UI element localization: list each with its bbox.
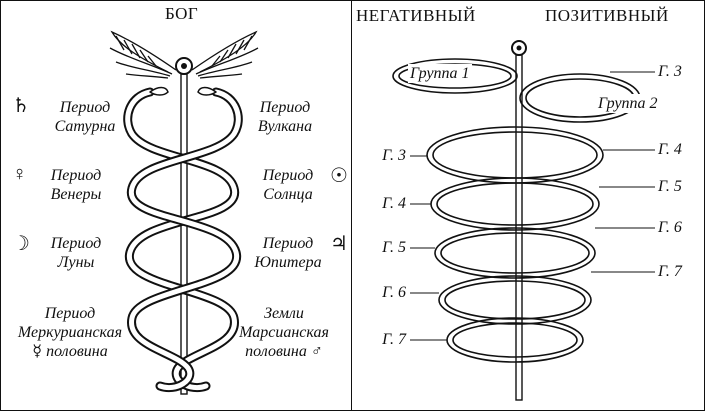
jupiter-symbol: ♃ (330, 234, 348, 254)
venus-symbol: ♀ (12, 164, 27, 184)
god-header: БОГ (165, 4, 198, 23)
moon-symbol: ☽ (12, 234, 30, 254)
period-martian-half-label: Земли Марсианская половина ♂ (224, 304, 344, 361)
left-label-g4: Г. 4 (362, 194, 406, 213)
left-label-g6: Г. 6 (362, 283, 406, 302)
right-label-g5: Г. 5 (658, 177, 682, 196)
negative-header: НЕГАТИВНЫЙ (356, 6, 476, 25)
group-2-label: Группа 2 (596, 94, 660, 113)
mars-symbol: ♂ (311, 343, 323, 360)
period-mercurian-half-label: Период Меркурианская ☿ половина (8, 304, 132, 361)
sun-symbol: ☉ (330, 166, 348, 186)
saturn-symbol: ♄ (12, 96, 30, 116)
group-1-label: Группа 1 (408, 64, 472, 83)
left-label-g7: Г. 7 (362, 330, 406, 349)
mercury-symbol: ☿ (32, 343, 42, 360)
right-label-g3: Г. 3 (658, 62, 682, 81)
left-label-g3: Г. 3 (362, 146, 406, 165)
right-label-g6: Г. 6 (658, 218, 682, 237)
right-label-g7: Г. 7 (658, 262, 682, 281)
positive-header: ПОЗИТИВНЫЙ (545, 6, 669, 25)
wings-drawing (110, 32, 258, 78)
left-label-g5: Г. 5 (362, 238, 406, 257)
right-label-g4: Г. 4 (658, 140, 682, 159)
